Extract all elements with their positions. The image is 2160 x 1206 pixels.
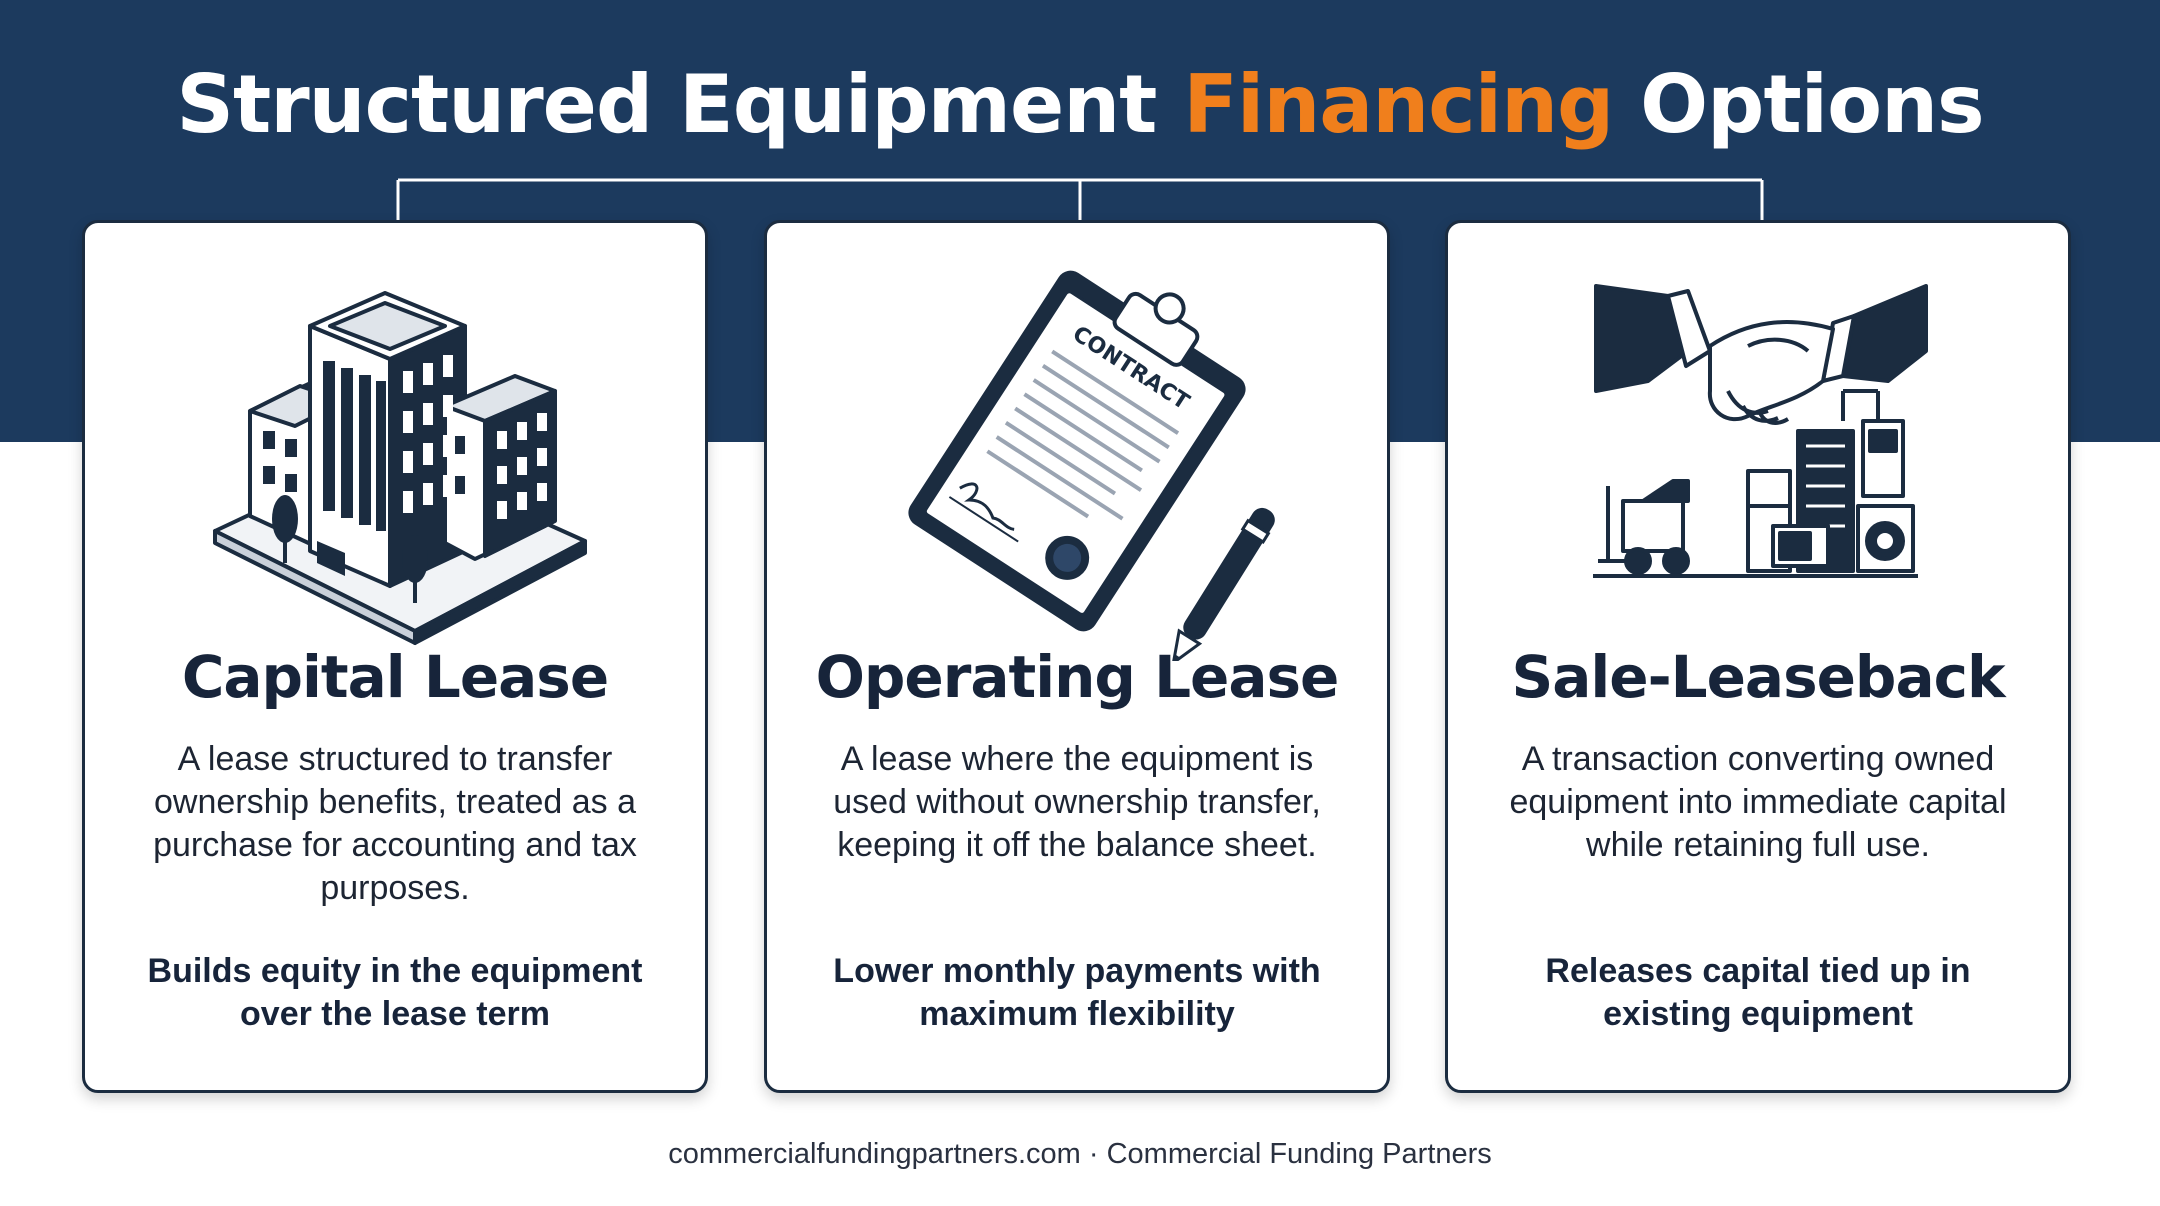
card-title: Capital Lease	[181, 643, 609, 711]
page-title: Structured Equipment Financing Options	[176, 58, 1984, 151]
office-building-icon	[213, 291, 587, 645]
card-description: A lease structured to transfer ownership…	[153, 740, 637, 907]
card-capital-lease: Capital Lease A lease structured to tran…	[82, 220, 708, 1093]
card-operating-lease: CONTRACT Ope	[764, 220, 1390, 1093]
card-title: Operating Lease	[815, 643, 1340, 711]
card-description: A transaction converting owned equipment…	[1509, 740, 2007, 864]
title-accent: Financing	[1183, 58, 1614, 151]
card-description: A lease where the equipment is used with…	[833, 740, 1321, 864]
card-title: Sale-Leaseback	[1511, 643, 2005, 711]
contract-clipboard-icon: CONTRACT	[908, 270, 1275, 661]
card-benefit: Builds equity in the equipment over the …	[147, 952, 643, 1033]
footer-attribution: commercialfundingpartners.com · Commerci…	[668, 1138, 1492, 1170]
card-benefit: Lower monthly payments with maximum flex…	[833, 952, 1321, 1033]
handshake-equipment-icon	[1593, 284, 1928, 578]
card-benefit: Releases capital tied up in existing equ…	[1545, 952, 1971, 1033]
card-sale-leaseback: Sale-Leaseback A transaction converting …	[1445, 220, 2071, 1093]
